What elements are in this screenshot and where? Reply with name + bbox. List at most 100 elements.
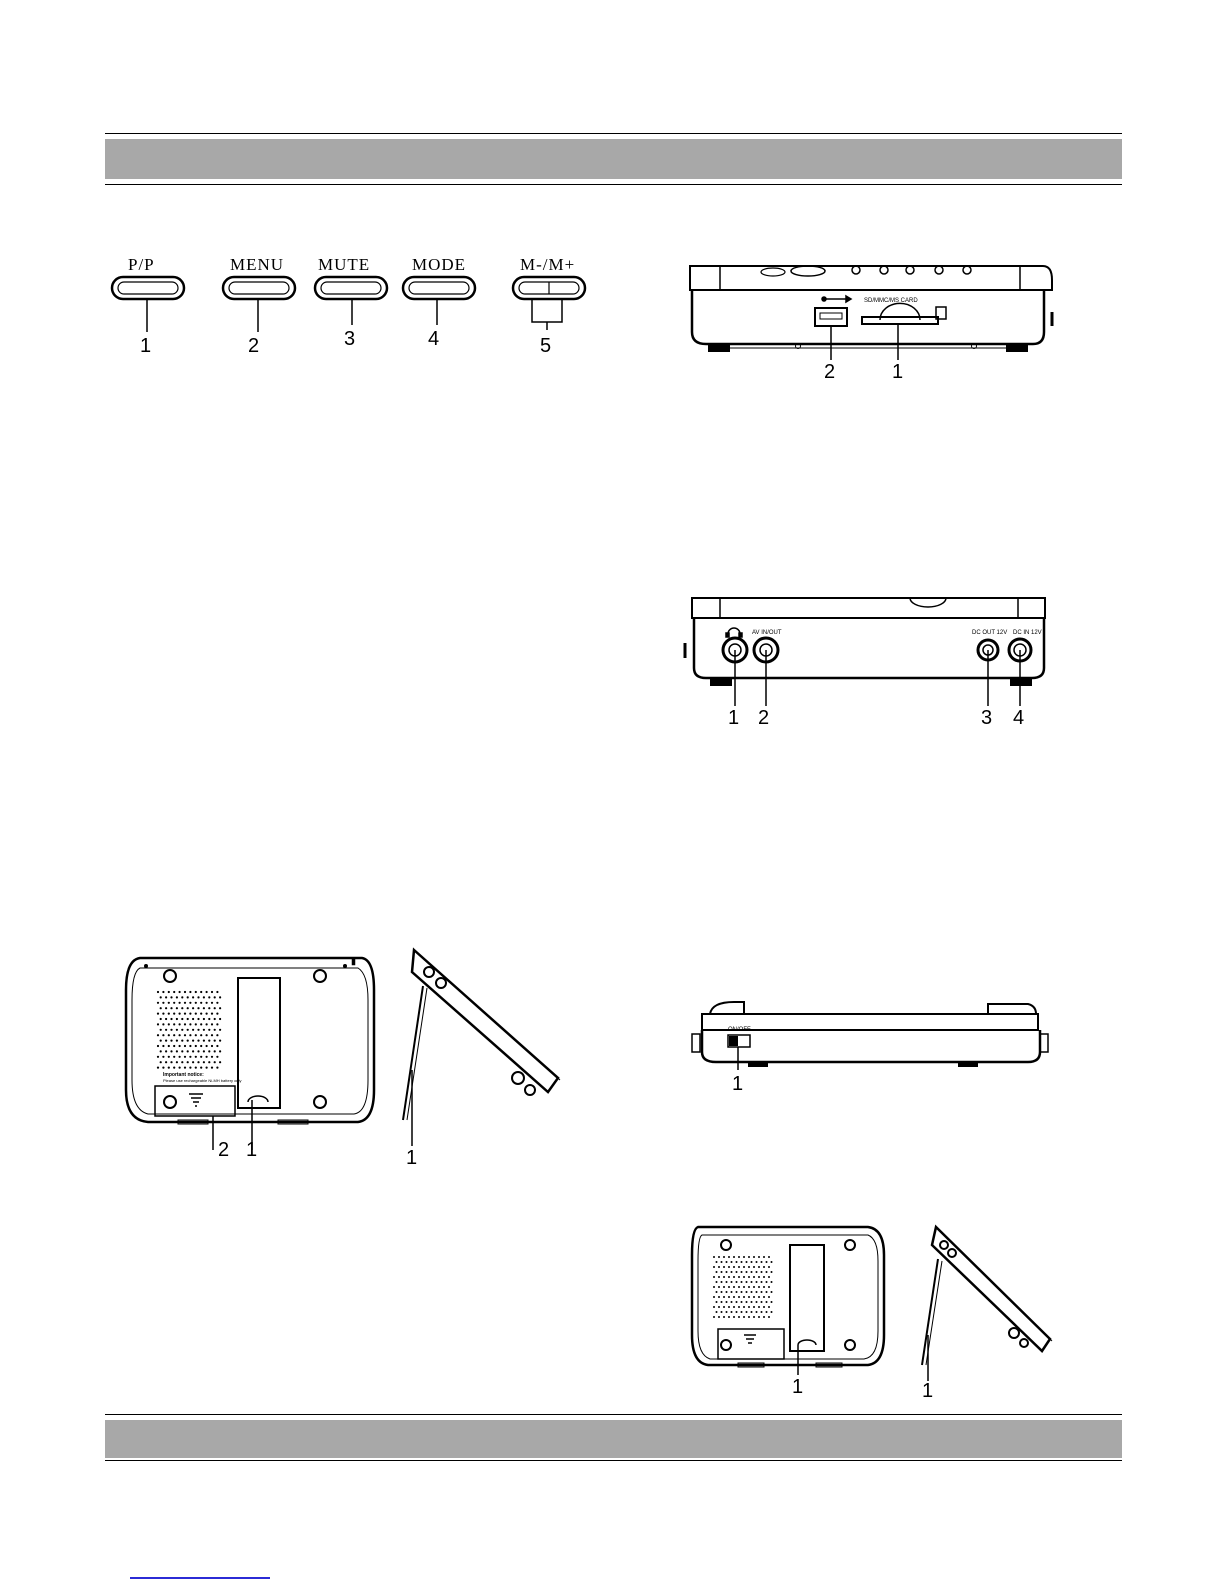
grille-hole	[197, 1050, 199, 1052]
grille-hole	[726, 1271, 728, 1273]
grille-hole	[718, 1276, 720, 1278]
grille-hole	[768, 1256, 770, 1258]
grille-hole	[197, 1061, 199, 1063]
grille-hole	[219, 1029, 221, 1031]
switch-label: ON/OFF	[728, 1027, 751, 1033]
jack-label: DC OUT 12V	[972, 630, 1007, 636]
grille-hole	[728, 1286, 730, 1288]
grille-hole	[758, 1256, 760, 1258]
grille-hole	[173, 1067, 175, 1069]
grille-hole	[728, 1316, 730, 1318]
grille-hole	[738, 1306, 740, 1308]
grille-hole	[211, 1045, 213, 1047]
grille-hole	[771, 1271, 773, 1273]
callout-number: 1	[922, 1380, 933, 1402]
grille-hole	[738, 1276, 740, 1278]
grille-hole	[216, 1056, 218, 1058]
grille-hole	[162, 1002, 164, 1004]
grille-hole	[211, 1023, 213, 1025]
grille-hole	[214, 1018, 216, 1020]
grille-hole	[176, 996, 178, 998]
grille-hole	[746, 1271, 748, 1273]
grille-hole	[718, 1266, 720, 1268]
jack-label: AV IN/OUT	[752, 630, 782, 636]
callout-number: 4	[1013, 707, 1024, 729]
grille-hole	[756, 1311, 758, 1313]
back-panel-figure: Important notice: Please use rechargeabl…	[118, 950, 598, 1170]
grille-hole	[181, 1029, 183, 1031]
grille-hole	[184, 991, 186, 993]
grille-hole	[206, 1002, 208, 1004]
grille-hole	[216, 991, 218, 993]
grille-hole	[736, 1271, 738, 1273]
grille-hole	[733, 1256, 735, 1258]
grille-hole	[768, 1316, 770, 1318]
grille-hole	[751, 1271, 753, 1273]
grille-hole	[771, 1301, 773, 1303]
grille-hole	[733, 1286, 735, 1288]
grille-hole	[195, 1013, 197, 1015]
grille-hole	[748, 1276, 750, 1278]
grille-hole	[753, 1276, 755, 1278]
grille-hole	[165, 1029, 167, 1031]
grille-hole	[162, 991, 164, 993]
grille-hole	[743, 1286, 745, 1288]
side-view-with-stand: 1	[922, 1227, 1052, 1402]
grille-hole	[170, 1007, 172, 1009]
grille-hole	[192, 996, 194, 998]
grille-hole	[157, 1067, 159, 1069]
grille-hole	[157, 1045, 159, 1047]
grille-hole	[168, 1034, 170, 1036]
grille-hole	[743, 1256, 745, 1258]
grille-hole	[716, 1261, 718, 1263]
button-label: MUTE	[318, 255, 370, 274]
grille-hole	[743, 1306, 745, 1308]
grille-hole	[181, 1007, 183, 1009]
grille-hole	[184, 1045, 186, 1047]
grille-hole	[741, 1281, 743, 1283]
button-menu: MENU 2	[223, 255, 295, 357]
grille-hole	[741, 1311, 743, 1313]
grille-hole	[162, 1034, 164, 1036]
grille-hole	[195, 1056, 197, 1058]
button-label: M-/M+	[520, 255, 575, 274]
grille-hole	[753, 1256, 755, 1258]
grille-hole	[179, 1067, 181, 1069]
grille-hole	[157, 1002, 159, 1004]
grille-hole	[733, 1296, 735, 1298]
grille-hole	[200, 1067, 202, 1069]
grille-hole	[771, 1291, 773, 1293]
grille-hole	[723, 1286, 725, 1288]
grille-hole	[763, 1256, 765, 1258]
right-side-view-figure: SD/MMC/MS CARD 2 1	[688, 262, 1063, 380]
grille-hole	[763, 1276, 765, 1278]
grille-hole	[751, 1261, 753, 1263]
grille-hole	[181, 1061, 183, 1063]
grille-hole	[211, 1067, 213, 1069]
grille-hole	[162, 1056, 164, 1058]
usb-icon	[822, 296, 851, 302]
grille-hole	[192, 1061, 194, 1063]
grille-hole	[214, 1061, 216, 1063]
grille-hole	[203, 1040, 205, 1042]
grille-hole	[176, 1007, 178, 1009]
grille-hole	[728, 1256, 730, 1258]
grille-hole	[179, 991, 181, 993]
grille-hole	[200, 1034, 202, 1036]
back-panel-small-figure: 1 1	[688, 1225, 1063, 1397]
grille-hole	[187, 1018, 189, 1020]
grille-hole	[206, 1034, 208, 1036]
grille-hole	[157, 1023, 159, 1025]
grille-hole	[208, 1007, 210, 1009]
grille-hole	[741, 1301, 743, 1303]
grille-hole	[746, 1311, 748, 1313]
grille-hole	[184, 1023, 186, 1025]
side-view-with-stand: 1	[403, 950, 560, 1169]
grille-hole	[165, 1040, 167, 1042]
grille-hole	[766, 1281, 768, 1283]
grille-hole	[731, 1261, 733, 1263]
callout-number: 1	[246, 1139, 257, 1161]
grille-hole	[741, 1271, 743, 1273]
footer-link-underline[interactable]	[130, 1577, 270, 1579]
grille-hole	[187, 1050, 189, 1052]
